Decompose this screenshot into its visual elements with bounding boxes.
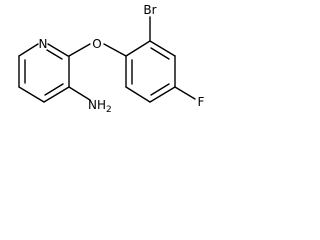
bond-o-c1prime	[103, 43, 127, 57]
atom-label-br: Br	[143, 3, 156, 17]
structure-diagram: N O Br F NH2	[0, 0, 253, 139]
pyridine-ring	[18, 43, 70, 103]
bond-c1p-c2p	[125, 40, 151, 57]
bond-c3-n-amine	[68, 86, 91, 101]
atom-label-n-ring: N	[39, 37, 48, 51]
bond-c5-c4	[18, 86, 45, 103]
atom-label-o-ether: O	[92, 37, 101, 51]
molecule-drawing: N O Br F NH2	[18, 3, 205, 115]
bond-c4-c3	[43, 86, 70, 103]
bond-c4-c3-double	[44, 83, 64, 96]
benzene-ring	[125, 40, 176, 103]
bond-c2-o	[68, 43, 91, 57]
atom-label-f: F	[198, 95, 205, 109]
bond-c2-n1-double	[46, 49, 63, 60]
amine-nh: NH	[88, 98, 106, 112]
atom-label-amine: NH2	[88, 98, 112, 115]
amine-subscript: 2	[106, 105, 112, 115]
bond-c4p-c5p-double	[150, 83, 170, 96]
bond-c2p-c3p-double	[150, 47, 170, 60]
bond-n1-c6	[18, 43, 39, 57]
bond-c5p-c6p	[125, 86, 151, 103]
bond-c2p-c3p	[149, 40, 176, 57]
bond-c4p-f	[174, 86, 196, 100]
bond-c2-n1	[47, 43, 69, 57]
bond-c4p-c5p	[149, 86, 176, 103]
